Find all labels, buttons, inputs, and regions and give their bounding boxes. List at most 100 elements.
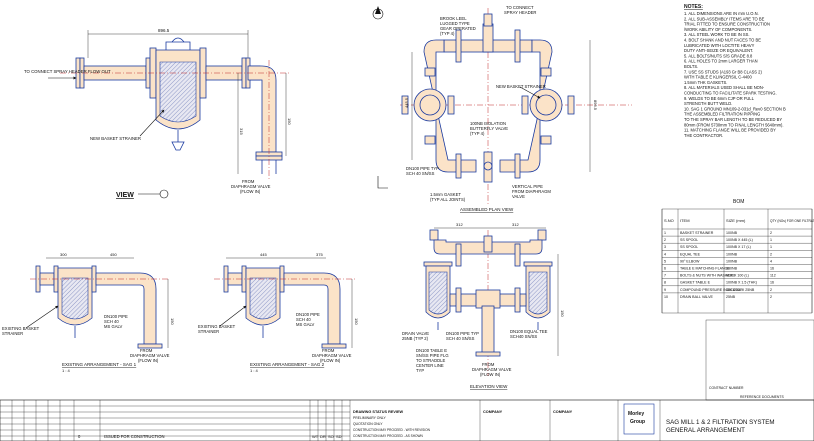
dim-450: 450	[110, 252, 117, 257]
note-line: STRENGTH BUTT WELD.	[684, 101, 732, 106]
dim-150-s1: 150	[170, 318, 175, 325]
bom-cell: TABLE E MATCHING FLANGE	[680, 267, 730, 271]
bom-cell: 9	[664, 288, 666, 292]
note-line: 11. MATCHING FLANGE WILL BE PROVIDED BY	[684, 128, 776, 133]
svg-text:Group: Group	[630, 419, 645, 425]
note-line: THE ASSEMBLED FILTRATION PIPPING	[684, 112, 760, 117]
dim-895-5: 895.5	[593, 100, 598, 111]
dim-150: 150	[287, 118, 292, 125]
initial-cell: DR	[320, 434, 326, 439]
dim-315: 315	[239, 128, 244, 135]
initials-cells: WT DR SO SD	[312, 434, 342, 439]
bom-header: ITEM	[680, 218, 690, 223]
dim-375: 375	[316, 252, 323, 257]
dim-300: 300	[60, 252, 67, 257]
bom-cell: 2	[770, 295, 772, 299]
bom-cell: 4	[664, 252, 666, 256]
reference-documents: REFERENCE DOCUMENTS	[740, 395, 784, 399]
morley-logo: Morley Group	[623, 403, 655, 435]
dim-312-a: 312	[456, 222, 463, 227]
bom-cell: 100NB X 445 (L)	[726, 238, 753, 242]
bom-cell: GASKET TABLE E	[680, 281, 711, 285]
bom-cell: 2	[770, 288, 772, 292]
elevation-label: ELEVATION VIEW	[470, 384, 508, 389]
drawing-status: DRAWING STATUS REVIEW	[353, 410, 403, 414]
bom-header: S.NO	[664, 218, 674, 223]
notes-list: 1. ALL DIMENSIONS ARE IN mm U.O.N.2. ALL…	[684, 11, 786, 138]
note-line: LUBRICATED WITH LOCTITE HEAVY	[684, 43, 755, 48]
status-construction-b: CONSTRUCTION MAY PROCEED - AS SHOWN	[353, 434, 424, 438]
bom-cell: 100NB X 1.5 (THK)	[726, 281, 757, 285]
bom-cell: 3	[664, 245, 666, 249]
bom-cell: 2	[664, 238, 666, 242]
note-line: 10. SAG 1 GROUND MN109-2-031d_Rev0 SECTI…	[684, 106, 786, 111]
bom-cell: 5	[664, 259, 666, 263]
note-line: TO THE SPRAY BAR LENGTH TO BE REDUCED BY	[684, 117, 782, 122]
status-construction-a: CONSTRUCTION MAY PROCEED - WITH REVISION	[353, 428, 431, 432]
note-line: 80mm (FROM 5730mm TO FINAL LENGTH 5640mm…	[684, 122, 784, 127]
note-line: 7. USE SS STUDS (A193 Gr B8 CLASS 2)	[684, 69, 762, 74]
note-line: /WORK ABILITY OF COMPONENTS.	[684, 27, 752, 32]
dim-312-b: 312	[512, 222, 519, 227]
bom-cell: DRAIN BALL VALVE	[680, 295, 713, 299]
bom-cell: 1	[770, 245, 772, 249]
bom-cell: 100 DIAL X 25NB	[726, 288, 755, 292]
title-block: ISSUED FOR CONSTRUCTION 0 WT DR SO SD DR…	[0, 319, 814, 441]
note-line: 5. ALL BOLTS/NUTS S/S GRADE 8.8	[684, 53, 753, 58]
notes-block: NOTES: 1. ALL DIMENSIONS ARE IN mm U.O.N…	[684, 4, 786, 138]
bom-cell: 25NB	[726, 295, 736, 299]
callout-new-basket-a: NEW BASKET STRAINER	[90, 136, 141, 141]
bom-header: SIZE (mm)	[726, 218, 746, 223]
existing-sag2-label: EXISTING ARRANGEMENT - SAG 2	[250, 362, 325, 367]
initial-cell: SO	[328, 434, 334, 439]
note-line: 9. WELDS TO BE 6mm CJP OR FULL	[684, 96, 755, 101]
note-line: CONDUCTING TO FACILITATE SPARK TESTING.	[684, 91, 777, 96]
bom-cell: EQUAL TEE	[680, 252, 701, 256]
bom-cell: 90° ELBOW	[680, 259, 700, 263]
existing-sag1-label: EXISTING ARRANGEMENT - SAG 1	[62, 362, 137, 367]
bom-cell: 2	[770, 231, 772, 235]
assembled-plan-label: ASSEMBLED PLAN VIEW	[460, 207, 514, 212]
scale-sag2: 1 : 4	[250, 368, 259, 373]
dim-150-s2: 150	[354, 318, 359, 325]
bom-cell: 100NB	[726, 267, 738, 271]
plan-view-marker	[377, 176, 388, 189]
initial-cell: WT	[312, 434, 319, 439]
bom-cell: 6	[664, 267, 666, 271]
notes-title: NOTES:	[684, 4, 703, 10]
scale-sag1: 1 : 4	[62, 368, 71, 373]
bom-cell: 100NB	[726, 259, 738, 263]
bom-cell: 2	[770, 252, 772, 256]
note-line: BOLTS.	[684, 64, 698, 69]
note-line: 4. BOLT SHANK AND NUT FACES TO BE	[684, 38, 761, 43]
note-line: 2. ALL SUB-ASSEMBLY ITEMS ARE TO BE	[684, 16, 765, 21]
dim-150-elev: 150	[560, 310, 565, 317]
note-line: 1. ALL DIMENSIONS ARE IN mm U.O.N.	[684, 11, 759, 16]
bom-cell: 16	[770, 281, 774, 285]
note-line: WITH TABLE E KLINGERSIL C-4400	[684, 75, 752, 80]
bom-cell: SS SPOOL	[680, 245, 698, 249]
status-preliminary: PRELIMINARY ONLY	[353, 416, 387, 420]
bom-cell: 16	[770, 267, 774, 271]
bom-cell: 112	[770, 274, 776, 278]
contract-number: CONTRACT NUMBER	[709, 386, 744, 390]
bom-cell: BASKET STRAINER	[680, 231, 714, 235]
bom-cell: SS SPOOL	[680, 238, 698, 242]
bom-cell: 4	[770, 259, 772, 263]
rev-row-text: ISSUED FOR CONSTRUCTION	[104, 434, 165, 439]
bom-cell: 100NB X 17 (L)	[726, 245, 751, 249]
